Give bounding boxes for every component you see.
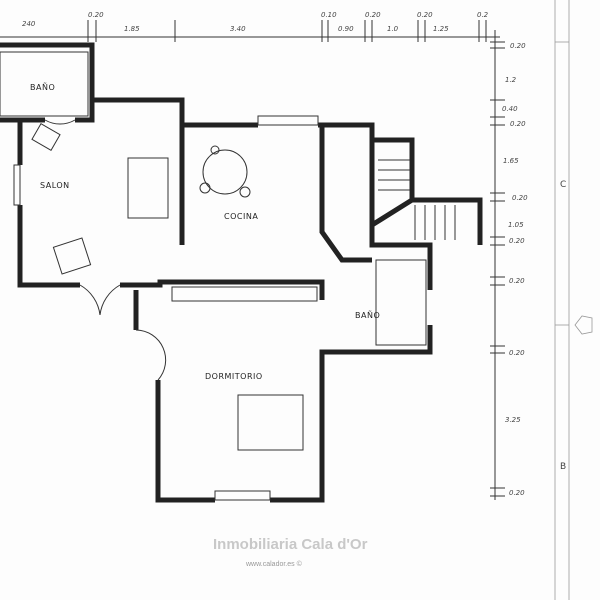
room-label-dormitorio: DORMITORIO bbox=[205, 372, 263, 381]
dim-top-7: 1.0 bbox=[387, 25, 399, 33]
street-label-c: C bbox=[560, 180, 566, 190]
right-dimension-ticks bbox=[490, 41, 505, 497]
dim-right-11: 0.20 bbox=[509, 489, 525, 497]
dim-top-9: 1.25 bbox=[433, 25, 449, 33]
dim-right-8: 0.20 bbox=[509, 277, 525, 285]
dim-right-0: 0.20 bbox=[510, 42, 526, 50]
walls bbox=[0, 42, 483, 503]
entrance-arrow-icon bbox=[574, 315, 593, 335]
room-label-bano-top: BAÑO bbox=[30, 82, 55, 92]
dim-top-8: 0.20 bbox=[417, 11, 433, 19]
dim-top-3: 3.40 bbox=[230, 25, 246, 33]
dim-top-0: 240 bbox=[22, 20, 36, 28]
street-strip bbox=[554, 0, 593, 600]
top-dimension-line bbox=[0, 20, 500, 500]
dim-right-6: 1.05 bbox=[508, 221, 524, 229]
dim-right-7: 0.20 bbox=[509, 237, 525, 245]
dim-top-4: 0.10 bbox=[321, 11, 337, 19]
dim-top-2: 1.85 bbox=[124, 25, 140, 33]
watermark-url: www.calador.es © bbox=[245, 560, 303, 568]
dim-right-2: 0.40 bbox=[502, 105, 518, 113]
dim-right-9: 0.20 bbox=[509, 349, 525, 357]
dim-top-1: 0.20 bbox=[88, 11, 104, 19]
dim-right-5: 0.20 bbox=[512, 194, 528, 202]
room-label-bano: BAÑO bbox=[355, 310, 380, 320]
dim-right-1: 1.2 bbox=[505, 76, 517, 84]
dim-right-10: 3.25 bbox=[505, 416, 521, 424]
dim-top-6: 0.20 bbox=[365, 11, 381, 19]
street-label-b: B bbox=[560, 462, 566, 472]
room-label-salon: SALON bbox=[40, 181, 70, 190]
watermark-brand: Inmobiliaria Cala d'Or bbox=[213, 536, 368, 553]
dim-top-10: 0.2 bbox=[477, 11, 489, 19]
dim-right-3: 0.20 bbox=[510, 120, 526, 128]
dim-right-4: 1.65 bbox=[503, 157, 519, 165]
room-label-cocina: COCINA bbox=[224, 212, 258, 221]
details bbox=[0, 51, 456, 501]
dim-top-5: 0.90 bbox=[338, 25, 354, 33]
